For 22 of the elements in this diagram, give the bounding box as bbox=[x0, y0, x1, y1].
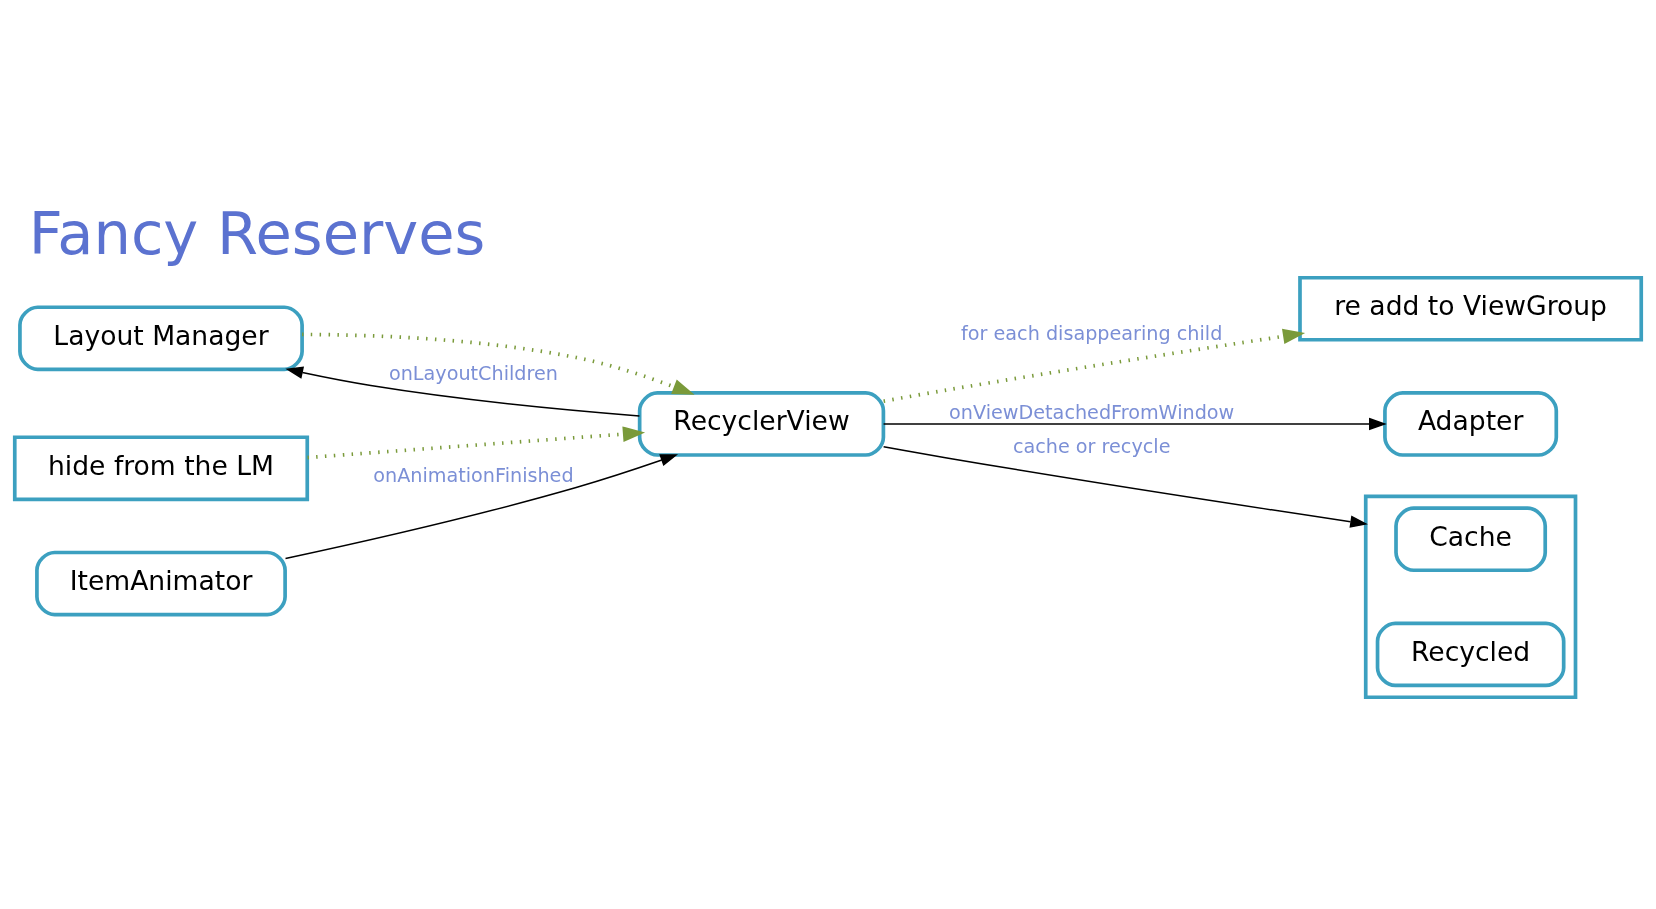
cluster bbox=[1363, 494, 1578, 699]
arrow bbox=[883, 328, 1306, 403]
arrow bbox=[284, 453, 679, 559]
arrow bbox=[302, 332, 695, 395]
node-box: Recycled bbox=[1375, 621, 1566, 687]
node-box: Cache bbox=[1394, 505, 1548, 572]
arrow bbox=[882, 417, 1387, 430]
edge-label: cache or recycle bbox=[1012, 434, 1171, 458]
arrow bbox=[285, 366, 641, 417]
edge-label: onLayoutChildren bbox=[388, 361, 558, 385]
node-box: Layout Manager bbox=[18, 304, 304, 371]
arrow bbox=[882, 445, 1368, 528]
edge-label: for each disappearing child bbox=[961, 321, 1223, 345]
arrow bbox=[307, 425, 646, 459]
node-box: RecyclerView bbox=[637, 390, 886, 457]
diagram-title: Fancy Reserves bbox=[28, 198, 486, 268]
edge-label: onAnimationFinished bbox=[373, 463, 574, 487]
node-box: hide from the LM bbox=[12, 434, 310, 501]
node-box: re add to ViewGroup bbox=[1298, 275, 1644, 342]
node-box: ItemAnimator bbox=[35, 550, 287, 616]
node-box: Adapter bbox=[1383, 390, 1559, 457]
edge-label: onViewDetachedFromWindow bbox=[949, 400, 1235, 424]
